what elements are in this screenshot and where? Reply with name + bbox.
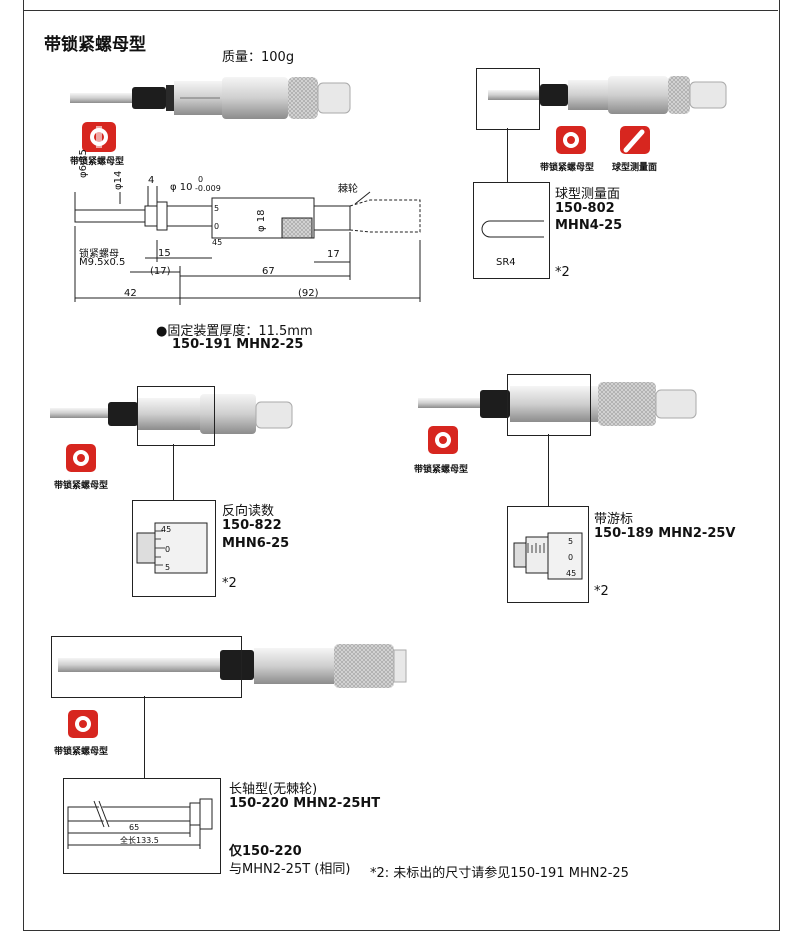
vernier-detail-box: 5 0 45 — [507, 506, 589, 603]
thread-label: M9.5x0.5 — [79, 257, 126, 268]
spherical-tip-drawing — [481, 220, 544, 238]
vernier-note: *2 — [594, 584, 609, 599]
spherical-head-photo — [488, 76, 727, 114]
spherical-title: 球型测量面 — [555, 187, 621, 202]
vernier-code-model: 150-189 MHN2-25V — [594, 526, 736, 541]
vernier-scale-5: 5 — [568, 537, 574, 546]
vernier-leader — [548, 434, 549, 506]
spherical-note: *2 — [555, 265, 570, 280]
dim-tol-top: 0 — [198, 175, 204, 184]
scale-45: 45 — [212, 238, 223, 247]
lock-nut-badge-label-5: 带锁紧螺母型 — [54, 747, 109, 757]
spherical-model: MHN4-25 — [555, 218, 623, 233]
long-spindle-only-1: 仅150-220 — [229, 844, 302, 859]
lock-nut-badge-icon-5 — [68, 710, 98, 738]
lock-nut-badge-label-2: 带锁紧螺母型 — [540, 163, 595, 173]
lock-nut-badge-icon-2 — [556, 126, 586, 154]
dim-w17p: (17) — [150, 266, 171, 277]
vernier-title: 带游标 — [594, 512, 634, 527]
vernier-scale-0: 0 — [568, 553, 574, 562]
long-spindle-zoom-frame — [51, 636, 242, 698]
spherical-detail-box: SR4 — [473, 182, 550, 279]
reverse-leader — [173, 444, 174, 500]
lock-nut-badge-icon-3 — [66, 444, 96, 472]
dim-w67: 67 — [262, 266, 275, 277]
spherical-badge-label: 球型测量面 — [612, 163, 658, 173]
page-frame — [23, 0, 780, 931]
dim-d10: φ 10 — [170, 182, 193, 193]
reverse-model: MHN6-25 — [222, 536, 290, 551]
long-spindle-code-model: 150-220 MHN2-25HT — [229, 796, 381, 811]
scale-5: 5 — [214, 204, 220, 213]
dim-w92: (92) — [298, 288, 319, 299]
main-dimension-drawing — [74, 186, 421, 305]
spherical-badge-icon — [620, 126, 650, 154]
long-dim-65: 65 — [129, 823, 140, 832]
spherical-code: 150-802 — [555, 201, 615, 216]
long-spindle-drawing — [67, 798, 213, 849]
reverse-title: 反向读数 — [222, 504, 275, 519]
vernier-zoom-frame — [507, 374, 591, 436]
scale-0: 0 — [214, 222, 220, 231]
long-spindle-leader — [144, 696, 145, 778]
dim-d18: φ 18 — [256, 209, 267, 233]
long-spindle-detail-box: 65 全长133.5 — [63, 778, 221, 874]
lock-nut-label: 锁紧螺母 — [79, 249, 119, 260]
long-spindle-title: 长轴型(无棘轮) — [229, 782, 318, 797]
reverse-zoom-frame — [137, 386, 215, 446]
reverse-detail-box: 45 0 5 — [132, 500, 216, 597]
lock-nut-badge-label: 带锁紧螺母型 — [70, 157, 125, 167]
dim-tol-bottom: -0.009 — [195, 184, 221, 193]
lock-nut-badge-label-4: 带锁紧螺母型 — [414, 465, 469, 475]
dim-d14: φ14 — [113, 170, 124, 190]
page-heading: 带锁紧螺母型 — [44, 35, 146, 55]
mount-thickness-note: ●固定装置厚度：11.5mm — [156, 324, 313, 339]
sr-label: SR4 — [496, 257, 516, 268]
model-main: 150-191 MHN2-25 — [172, 337, 304, 352]
lock-nut-badge-icon — [82, 122, 116, 152]
spherical-leader — [507, 128, 508, 183]
spherical-zoom-frame — [476, 68, 540, 130]
vernier-scale-45: 45 — [566, 569, 577, 578]
reverse-scale-45: 45 — [161, 525, 172, 534]
micrometer-head-photo — [70, 77, 351, 119]
ratchet-label: 棘轮 — [338, 184, 358, 195]
dim-w17: 17 — [327, 249, 340, 260]
reverse-scale-5: 5 — [165, 563, 171, 572]
reverse-code: 150-822 — [222, 518, 282, 533]
long-spindle-only-2: 与MHN2-25T (相同) — [229, 862, 351, 877]
long-dim-total: 全长133.5 — [120, 836, 159, 845]
reverse-scale-drawing — [136, 522, 208, 574]
lock-nut-badge-label-3: 带锁紧螺母型 — [54, 481, 109, 491]
long-spindle-head-photo — [58, 644, 407, 688]
dim-d635: φ6.35 — [78, 149, 89, 178]
lock-nut-badge-icon-4 — [428, 426, 458, 454]
dim-w4: 4 — [148, 175, 155, 186]
reverse-scale-0: 0 — [165, 545, 171, 554]
vernier-scale-drawing — [513, 532, 583, 580]
weight-label: 质量：100g — [222, 50, 295, 65]
footnote: *2: 未标出的尺寸请参见150-191 MHN2-25 — [370, 866, 629, 881]
dim-w42: 42 — [124, 288, 137, 299]
top-rule — [23, 10, 778, 11]
dim-w15: 15 — [158, 248, 171, 259]
vernier-head-photo — [418, 382, 697, 426]
reverse-note: *2 — [222, 576, 237, 591]
